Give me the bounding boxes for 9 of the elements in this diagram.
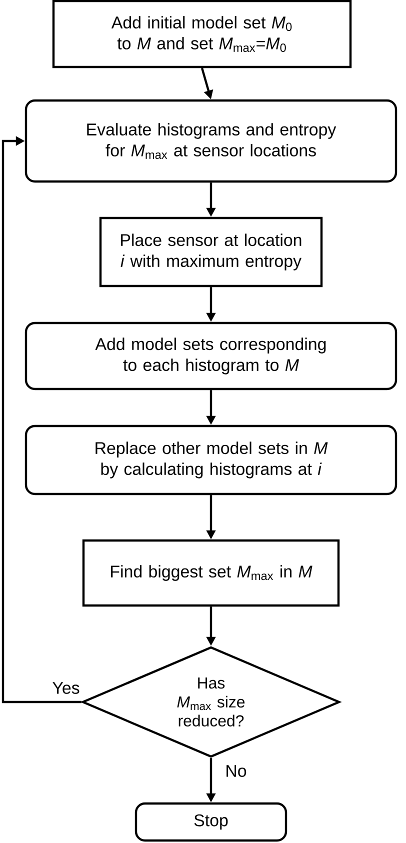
- process-box: Evaluate histograms and entropy for M$_{max}$ at sensor locations: [24, 99, 398, 183]
- terminal-box: Stop: [134, 802, 288, 842]
- edge-label: Yes: [51, 681, 81, 695]
- edge-label: No: [224, 764, 248, 778]
- process-box: Add initial model set M$_{0}$ to M and set M$_{max}$=M$_{0}$: [52, 0, 352, 68]
- process-box: Place sensor at location i with maximum entropy: [99, 216, 323, 288]
- process-box: Find biggest set M$_{max}$ in M: [82, 539, 340, 607]
- arrow: [2, 136, 82, 704]
- process-box: Add model sets corresponding to each histogram to M: [24, 322, 398, 390]
